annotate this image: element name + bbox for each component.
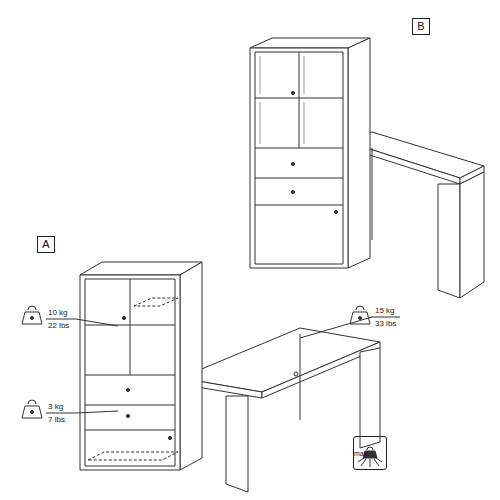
load-lbs: 33 lbs — [374, 319, 397, 329]
max-load-box: max. — [353, 436, 387, 470]
weight-icon — [22, 400, 42, 418]
desk-a — [180, 328, 380, 492]
view-letter-box: B — [412, 18, 430, 35]
view-letter: A — [42, 238, 49, 251]
load-lbs: 22 lbs — [47, 321, 70, 331]
weight-icon — [350, 306, 370, 324]
weight-icon — [22, 306, 42, 324]
shelf-b — [250, 38, 370, 268]
view-letter-box: A — [37, 236, 55, 253]
max-label: max. — [354, 449, 369, 458]
leader-line — [46, 317, 400, 413]
view-letter: B — [417, 20, 424, 33]
load-kg: 15 kg — [374, 306, 396, 316]
shelf-a — [80, 262, 202, 470]
load-kg: 10 kg — [47, 308, 69, 318]
load-kg: 3 kg — [47, 402, 64, 412]
load-lbs: 7 lbs — [47, 415, 66, 425]
